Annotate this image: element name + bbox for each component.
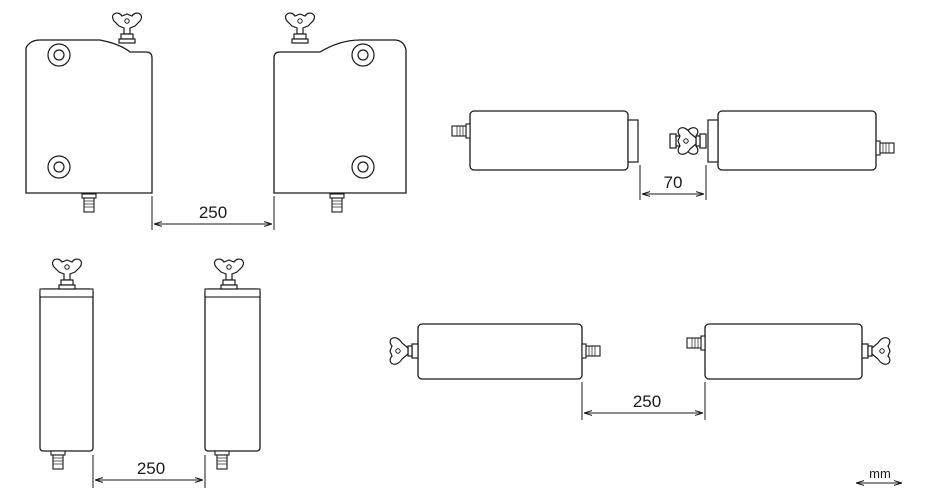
unit-bottom-left-b (204, 258, 261, 470)
dimension-label-bottom-right: 250 (633, 392, 661, 411)
unit-top-left-a (25, 12, 153, 213)
dimension-bottom-right: 250 (581, 382, 706, 420)
dimension-bottom-left: 250 (92, 455, 206, 488)
unit-bottom-right-b (686, 323, 891, 380)
unit-top-right-a (451, 110, 699, 171)
unit-bottom-right-a (389, 323, 601, 380)
dimension-top-left: 250 (151, 196, 275, 230)
dimension-label-top-left: 250 (199, 203, 227, 222)
unit-bottom-left-a (39, 258, 94, 470)
unit-top-right-b (677, 110, 895, 171)
unit-top-left-b (273, 12, 407, 213)
dimension-label-top-right: 70 (664, 173, 683, 192)
unit-indicator: mm (856, 466, 902, 483)
unit-label: mm (869, 466, 891, 481)
dimension-top-right: 70 (639, 165, 707, 200)
dimension-label-bottom-left: 250 (137, 459, 165, 478)
